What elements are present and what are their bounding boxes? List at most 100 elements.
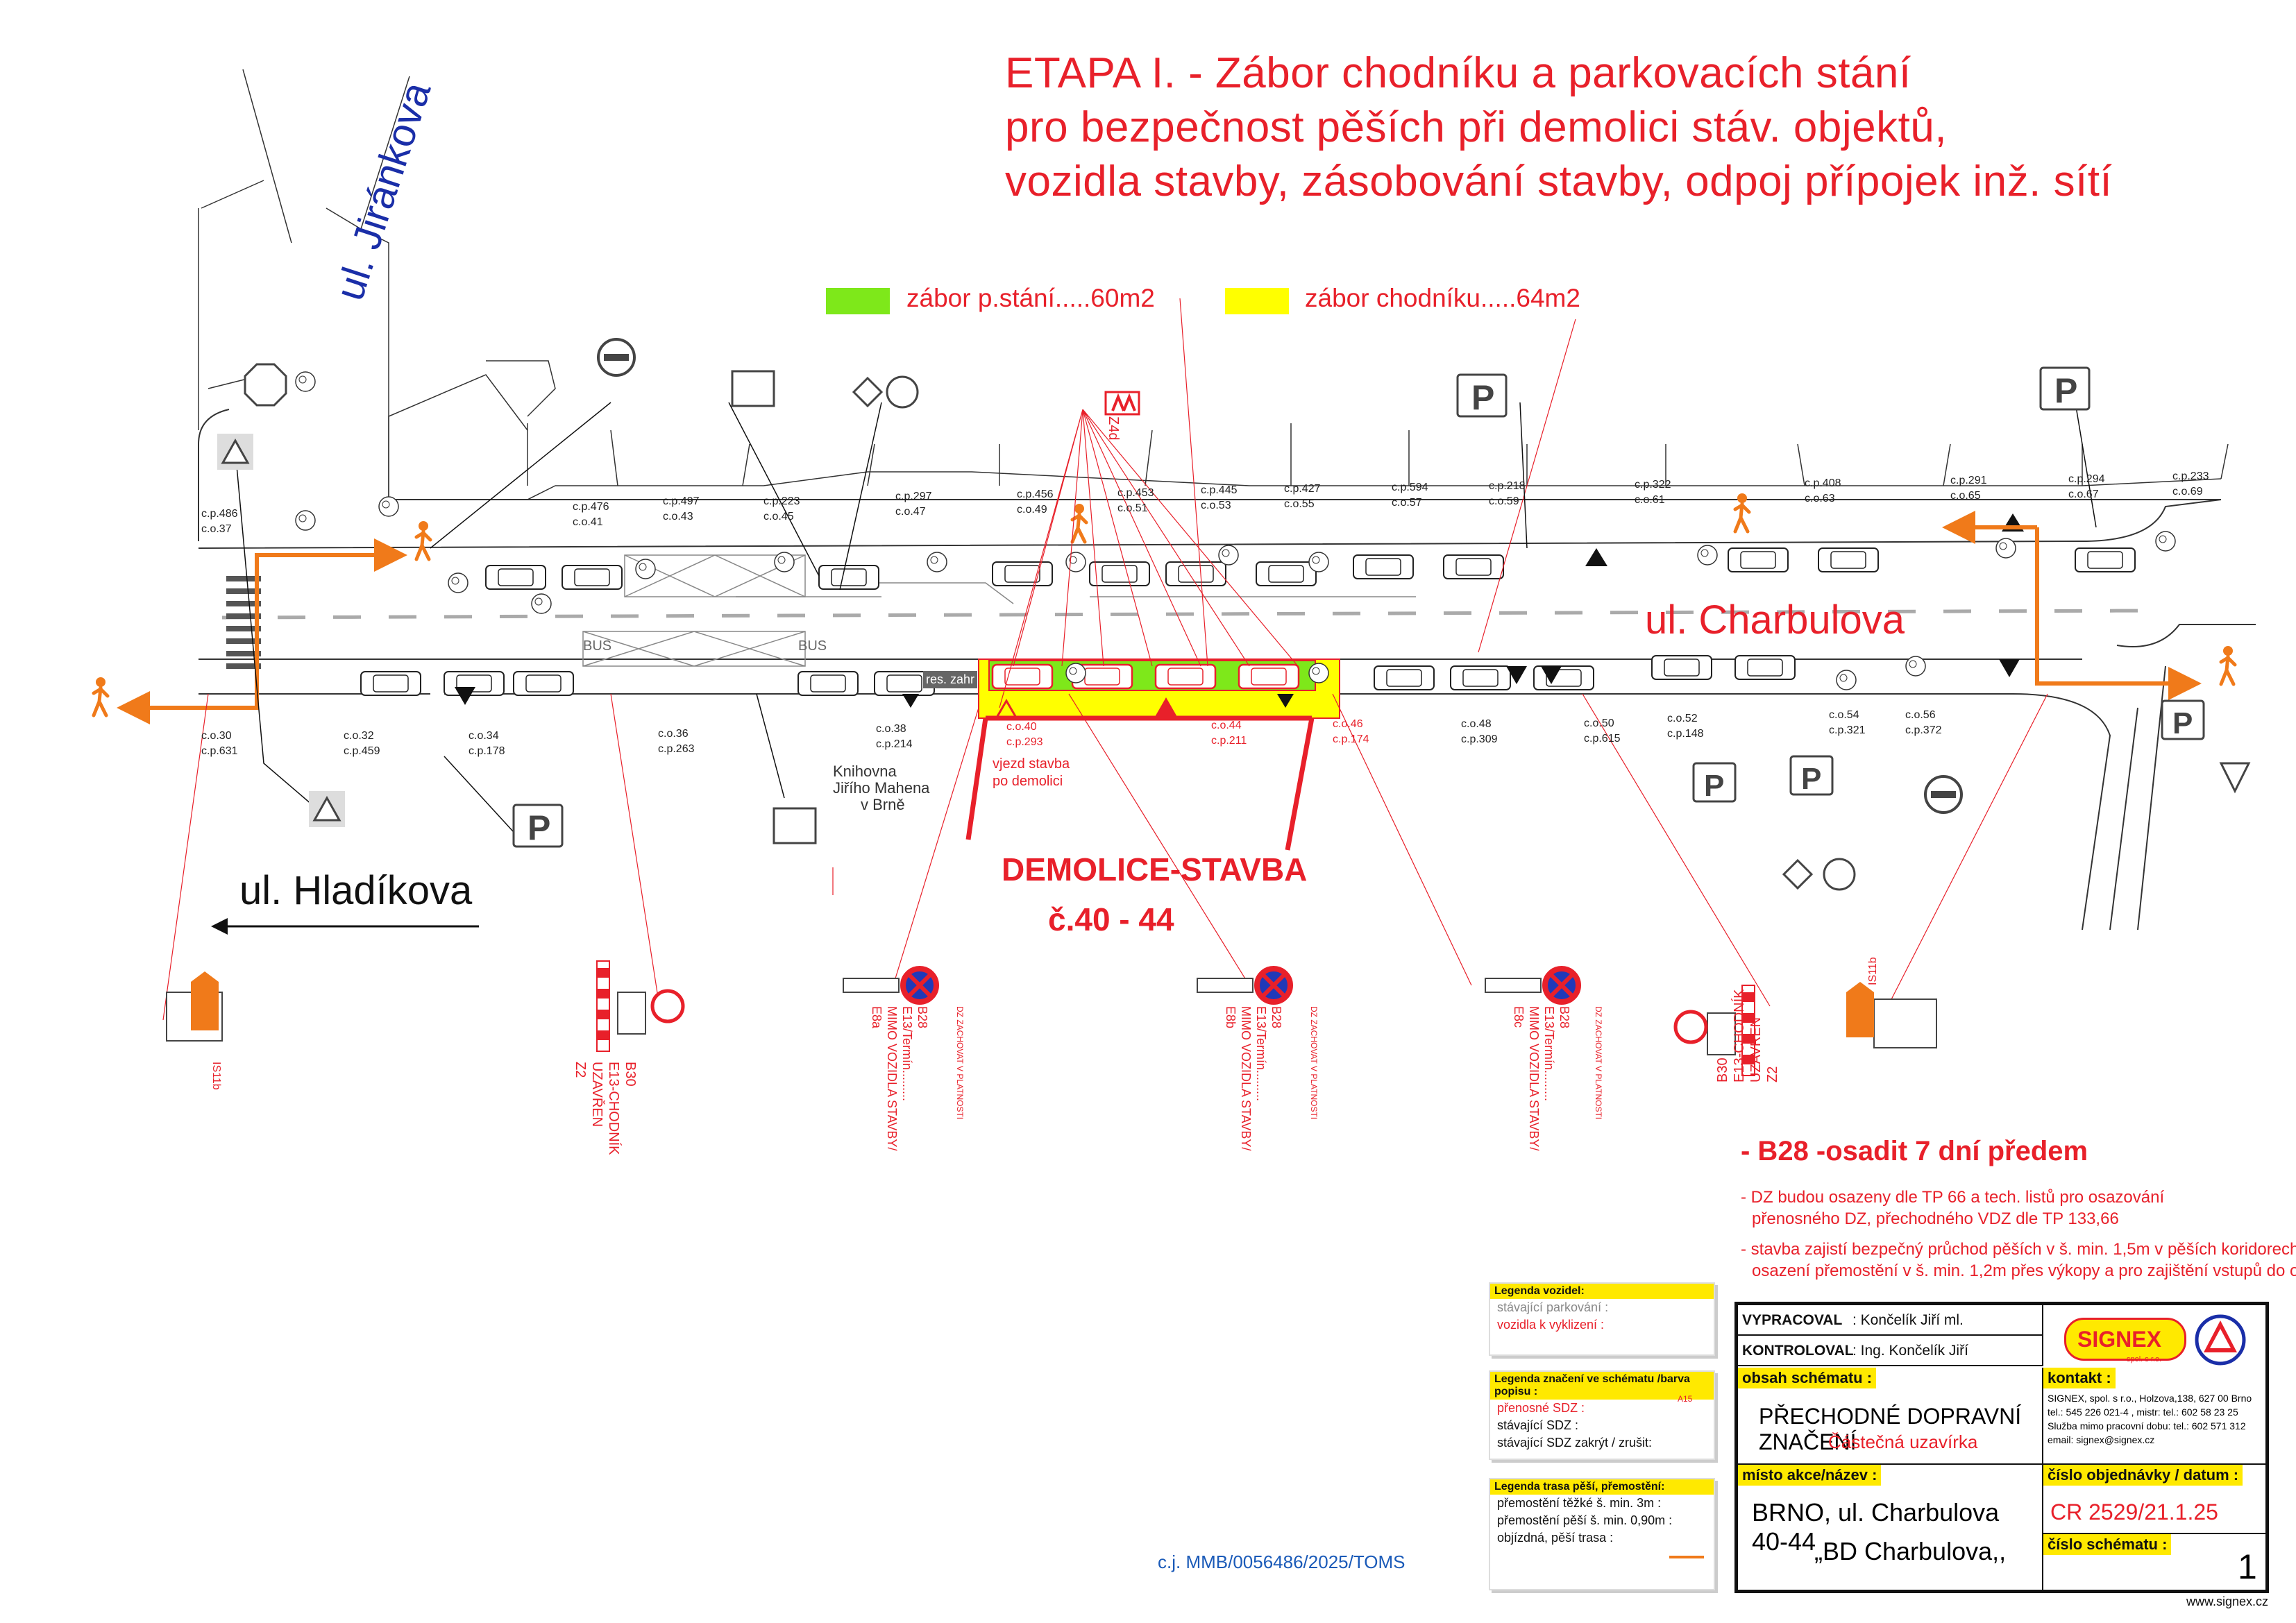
library-line-1: Knihovna bbox=[833, 763, 897, 780]
signex-logo-sub: spol. s r.o. bbox=[2127, 1355, 2162, 1363]
legend-detour-arrow bbox=[1669, 1556, 1704, 1558]
address-bottom-co: c.o.38 bbox=[876, 723, 906, 735]
address-bottom-co: c.o.30 bbox=[201, 730, 232, 742]
legend-signs: Legenda značení ve schématu /barva popis… bbox=[1489, 1370, 1715, 1460]
address-bottom-cp: c.p.214 bbox=[876, 738, 913, 750]
address-bottom-cp: c.p.178 bbox=[469, 745, 505, 757]
bus-label-2: BUS bbox=[798, 638, 827, 654]
mimo-c: MIMO VOZIDLA STAVBY/ bbox=[1527, 1006, 1541, 1151]
checked-label: KONTROLOVAL bbox=[1742, 1343, 1854, 1359]
address-top-co: c.o.61 bbox=[1635, 494, 1665, 506]
sign-b30-left: B30 E13-CHODNÍK UZAVŘEN Z2 bbox=[572, 1062, 639, 1155]
address-top-cp: c.p.322 bbox=[1635, 479, 1671, 491]
street-charbulova: ul. Charbulova bbox=[1645, 597, 1905, 643]
library-line-3: v Brně bbox=[861, 796, 905, 813]
address-top-co: c.o.43 bbox=[663, 511, 693, 522]
dz-zachovat-b: DZ ZACHOVAT V PLATNOSTI bbox=[1309, 1006, 1319, 1120]
address-top-co: c.o.69 bbox=[2172, 486, 2203, 498]
legend-cover-sdz: stávající SDZ zakrýt / zrušit: bbox=[1497, 1436, 1653, 1450]
e8a-label: E8a bbox=[870, 1006, 884, 1029]
demolice-title: DEMOLICE-STAVBA bbox=[1002, 851, 1308, 887]
prepared-label: VYPRACOVAL bbox=[1742, 1312, 1843, 1328]
e13-chodnik-right: E13-CHODNÍK bbox=[1732, 989, 1747, 1082]
address-bottom-cp: c.p.615 bbox=[1584, 733, 1621, 745]
address-top-cp: c.p.453 bbox=[1117, 487, 1154, 499]
address-top-co: c.o.37 bbox=[201, 523, 232, 535]
address-bottom-cp: c.p.321 bbox=[1829, 724, 1866, 736]
address-top-co: c.o.53 bbox=[1201, 500, 1231, 511]
legend-signs-header: Legenda značení ve schématu /barva popis… bbox=[1490, 1372, 1714, 1400]
content-label: obsah schématu : bbox=[1738, 1368, 1877, 1388]
address-top-cp: c.p.445 bbox=[1201, 484, 1238, 496]
order-label: číslo objednávky / datum : bbox=[2043, 1465, 2243, 1486]
signex-logo-text: SIGNEX bbox=[2077, 1327, 2161, 1352]
entry-line-1: vjezd stavba bbox=[993, 756, 1070, 772]
address-top-co: c.o.57 bbox=[1392, 497, 1422, 509]
legend-swatch-parking bbox=[826, 288, 890, 314]
address-top-co: c.o.65 bbox=[1950, 490, 1981, 502]
legend-parking-label: zábor p.stání.....60m2 bbox=[906, 284, 1155, 312]
z2-left: Z2 bbox=[573, 1062, 588, 1078]
address-bottom-cp: c.p.459 bbox=[344, 745, 380, 757]
legend-existing-sdz: stávající SDZ : bbox=[1497, 1418, 1579, 1432]
address-top-7: c.p.445 c.o.53 bbox=[1201, 483, 1237, 513]
address-top-co: c.o.67 bbox=[2068, 488, 2099, 500]
address-bottom-co: c.o.40 bbox=[1006, 721, 1037, 733]
address-bottom-co: c.o.32 bbox=[344, 730, 374, 742]
address-bottom-co: c.o.46 bbox=[1333, 718, 1363, 730]
address-bottom-co: c.o.54 bbox=[1829, 709, 1859, 721]
address-bottom-co: c.o.48 bbox=[1461, 718, 1492, 730]
title-line-2: pro bezpečnost pěších při demolici stáv.… bbox=[1005, 103, 1948, 151]
scheme-label: číslo schématu : bbox=[2043, 1534, 2172, 1555]
address-top-15: c.p.233 c.o.69 bbox=[2172, 469, 2209, 500]
legend-vehicles-unload: vozidla k vyklizení : bbox=[1497, 1318, 1605, 1332]
is11b-left: IS11b bbox=[210, 1062, 222, 1090]
sign-pictograms: P P P P P P bbox=[166, 338, 2251, 1076]
address-top-co: c.o.59 bbox=[1489, 495, 1519, 507]
svg-text:P: P bbox=[2172, 706, 2193, 740]
legend-route-header: Legenda trasa pěší, přemostění: bbox=[1490, 1479, 1714, 1495]
address-bottom-cp: c.p.148 bbox=[1667, 728, 1704, 740]
contact-line-2: Služba mimo pracovní dobu: tel.: 602 571… bbox=[2048, 1420, 2246, 1431]
road-centerline bbox=[221, 609, 2152, 620]
scheme-value: 1 bbox=[2238, 1547, 2257, 1586]
z4d-label: Z4d bbox=[1106, 416, 1121, 441]
address-bottom-cp: c.p.309 bbox=[1461, 733, 1498, 745]
b28-b-label: B28 bbox=[1269, 1006, 1283, 1029]
content-cell: obsah schématu : PŘECHODNÉ DOPRAVNÍ ZNAČ… bbox=[1738, 1368, 2043, 1465]
svg-text:P: P bbox=[1801, 762, 1821, 796]
legend-ped-bridge: přemostění pěší š. min. 0,90m : bbox=[1497, 1513, 1673, 1527]
demolice-range: č.40 - 44 bbox=[1048, 901, 1174, 937]
note-1-line-1: - DZ budou osazeny dle TP 66 a tech. lis… bbox=[1741, 1188, 2165, 1207]
signex-emblem-icon bbox=[2195, 1314, 2246, 1366]
dz-zachovat-c: DZ ZACHOVAT V PLATNOSTI bbox=[1594, 1006, 1603, 1120]
sign-leader-lines bbox=[162, 298, 2048, 1021]
address-bottom-4: c.o.38 c.p.214 bbox=[876, 722, 912, 752]
address-top-cp: c.p.233 bbox=[2172, 470, 2209, 482]
bus-label-1: BUS bbox=[583, 638, 612, 654]
legend-vehicles-header: Legenda vozidel: bbox=[1490, 1284, 1714, 1299]
dz-zachovat-a: DZ ZACHOVAT V PLATNOSTI bbox=[955, 1006, 965, 1120]
e8c-label: E8c bbox=[1512, 1006, 1526, 1028]
sign-b28-b: B28 E13/Termín......... MIMO VOZIDLA STA… bbox=[1223, 1006, 1284, 1150]
address-top-co: c.o.45 bbox=[763, 511, 794, 522]
legend-heavy-bridge: přemostění těžké š. min. 3m : bbox=[1497, 1496, 1662, 1510]
b30-label-right: B30 bbox=[1715, 1057, 1730, 1082]
address-top-cp: c.p.456 bbox=[1017, 488, 1054, 500]
legend-a15: A15 bbox=[1678, 1394, 1693, 1404]
